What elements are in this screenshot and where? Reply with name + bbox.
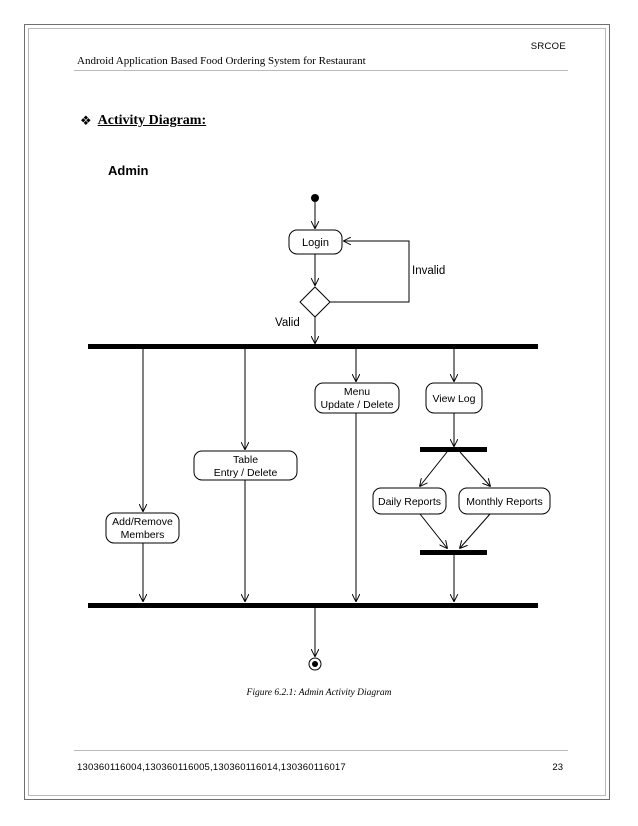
monthly-reports-action [458,487,551,515]
flow-invalid-loop [330,241,410,303]
section-heading: ❖ Activity Diagram: [80,113,206,129]
table-label-line1: Table [233,454,258,466]
join-bar-reports [420,550,487,555]
figure-caption: Figure 6.2.1: Admin Activity Diagram [246,688,392,698]
menu-label-line1: Menu [344,386,370,398]
login-label: Login [302,237,329,249]
flow-monthly-subjoin [460,513,491,548]
monthly-reports-label: Monthly Reports [466,496,542,508]
footer-rule [74,750,568,751]
fork-bar-reports [420,447,487,452]
daily-reports-action [372,487,447,515]
members-label-line2: Members [121,529,165,541]
page-border-outer [24,24,610,800]
diamond-bullet-icon: ❖ [80,113,92,128]
section-title: Activity Diagram: [97,113,207,128]
table-label-line2: Entry / Delete [214,467,278,479]
page-number: 23 [552,762,563,773]
viewlog-label: View Log [432,393,475,405]
header-org: SRCOE [530,41,566,52]
activity-diagram: Admin Login Invalid Valid Add/Remove Mem… [88,163,551,671]
page-border-inner [28,28,606,796]
menu-label-line2: Update / Delete [321,399,394,411]
final-node-dot [312,661,318,667]
flow-subfork-daily [420,451,448,486]
members-label-line1: Add/Remove [112,516,173,528]
footer-ids: 130360116004,130360116005,130360116014,1… [77,762,346,773]
header-project-title: Android Application Based Food Ordering … [77,55,366,67]
menu-action [314,382,400,414]
flow-daily-subjoin [419,513,447,548]
header-rule [74,70,568,71]
daily-reports-label: Daily Reports [378,496,441,508]
initial-node [311,194,319,202]
guard-invalid: Invalid [412,265,445,277]
fork-bar-main [88,344,538,349]
flow-subfork-monthly [459,451,490,486]
join-bar-main [88,603,538,608]
swimlane-label: Admin [108,163,149,178]
decision-node [299,286,331,318]
guard-valid: Valid [275,317,300,329]
